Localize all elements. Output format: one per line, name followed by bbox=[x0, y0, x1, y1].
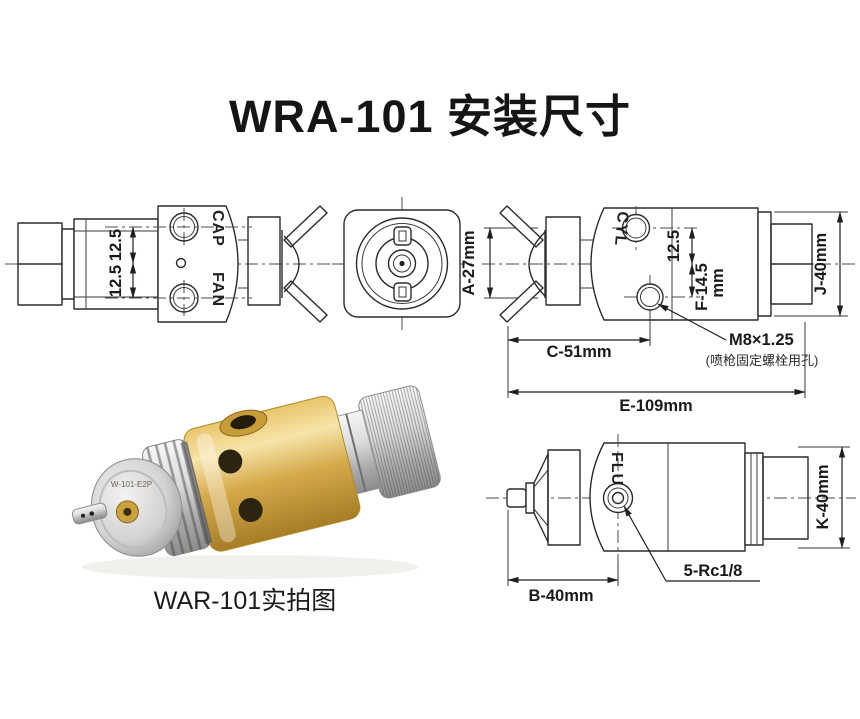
dim-front-length-b: B-40mm bbox=[528, 587, 593, 605]
front-view: A-27mm bbox=[332, 197, 538, 331]
knob-collar bbox=[61, 228, 75, 300]
air-cap-ring-outer bbox=[355, 217, 449, 310]
page-title: WRA-101 安装尺寸 bbox=[228, 91, 632, 142]
knob-collar-bottom bbox=[744, 452, 764, 546]
dim-bolt-hole-offset-unit: mm bbox=[709, 268, 727, 297]
cap-port-hole bbox=[169, 212, 199, 242]
fan-port-hole bbox=[169, 283, 199, 313]
dim-front-length-c: C-51mm bbox=[546, 343, 611, 361]
dim-side-port-offset: 12.5 bbox=[665, 230, 683, 262]
photo-shadow bbox=[82, 555, 418, 579]
bolt-thread-label: M8×1.25 bbox=[729, 331, 794, 349]
port-thread-leader bbox=[623, 505, 667, 582]
fluid-adjust-knob-bottom bbox=[762, 456, 809, 540]
dim-rear-port-spacing-bottom: 12.5 bbox=[107, 265, 125, 297]
bottom-view: FLU K-40mm B-40mm 5-Rc1/8 bbox=[486, 434, 856, 605]
knob-collar-side bbox=[757, 211, 772, 317]
photo-body-hole-lower bbox=[238, 498, 263, 523]
pilot-hole bbox=[175, 257, 187, 269]
cyl-port-label: CYL bbox=[611, 211, 631, 247]
rear-cylinder bbox=[73, 218, 159, 310]
dim-knob-height-j: J-40mm bbox=[812, 233, 830, 295]
retaining-ring bbox=[247, 216, 281, 306]
side-view: CYL 12.5 F-14.5 mm J-40mm C-51mm M8×1.25… bbox=[482, 205, 856, 415]
dim-bolt-hole-offset: F-14.5 bbox=[693, 263, 711, 311]
bolt-thread-note: (喷枪固定螺栓用孔) bbox=[706, 353, 819, 368]
gun-body bbox=[157, 205, 239, 323]
rear-side-view: 12.5 12.5 CAP FAN bbox=[5, 205, 338, 323]
product-photo: W-101-E2P bbox=[71, 385, 441, 579]
retaining-ring-side bbox=[545, 216, 581, 306]
photo-body-hole-upper bbox=[218, 449, 243, 474]
flu-port-label: FLU bbox=[608, 452, 625, 486]
bolt-hole-leader bbox=[657, 303, 727, 341]
air-cap-horns bbox=[281, 205, 328, 323]
horn-air-passages bbox=[393, 226, 412, 302]
nozzle-tip bbox=[506, 488, 527, 508]
retaining-ring-bottom bbox=[547, 449, 581, 546]
air-cap-cone bbox=[533, 453, 549, 543]
dim-rear-port-spacing-top: 12.5 bbox=[107, 229, 125, 261]
nozzle-front bbox=[387, 249, 417, 278]
cap-port-label: CAP bbox=[209, 210, 226, 247]
air-cap-horns-side bbox=[499, 205, 546, 323]
dim-knob-height-k: K-40mm bbox=[814, 464, 832, 529]
port-thread-label: 5-Rc1/8 bbox=[684, 562, 743, 580]
photo-cap-marking: W-101-E2P bbox=[111, 480, 152, 489]
fan-port-label: FAN bbox=[209, 272, 226, 307]
photo-caption: WAR-101实拍图 bbox=[153, 587, 337, 615]
dim-aircap-height: A-27mm bbox=[460, 230, 478, 295]
dim-total-length-e: E-109mm bbox=[619, 397, 692, 415]
